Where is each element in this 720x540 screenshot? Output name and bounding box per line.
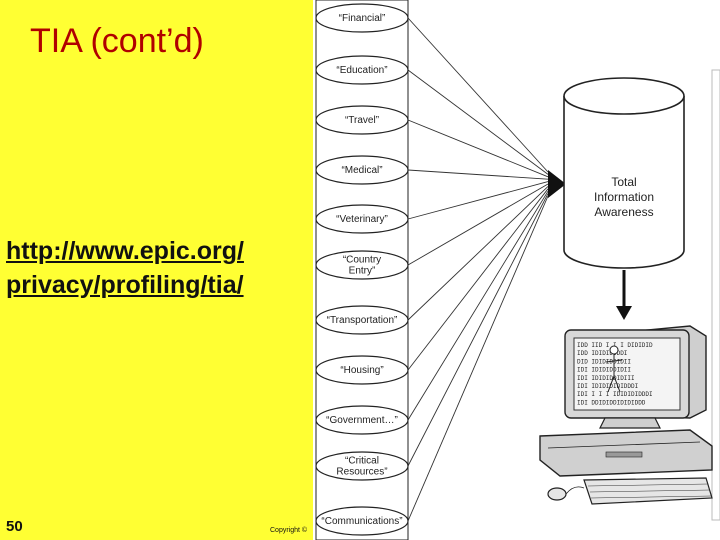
source-label: “Financial” <box>339 13 386 24</box>
source-oval <box>315 3 409 33</box>
connector-lines <box>407 17 549 522</box>
copyright-notice: Copyright © <box>270 527 308 534</box>
connector-line <box>407 69 549 175</box>
source-node: “Medical” <box>315 155 409 185</box>
source-oval <box>315 155 409 185</box>
arrowhead-into-database <box>548 170 566 198</box>
connector-line <box>407 119 549 178</box>
source-node: “Financial” <box>315 3 409 33</box>
source-label: “Veterinary” <box>336 214 388 225</box>
connector-line <box>407 188 549 371</box>
diagram-right-border <box>711 69 720 521</box>
source-oval <box>315 506 409 536</box>
source-node: “Communications” <box>315 506 409 536</box>
source-node: “Veterinary” <box>315 204 409 234</box>
page-number: 50 <box>6 518 23 535</box>
screen-text-line: IDI IDIDIDIDIDDDI <box>577 383 638 390</box>
screen-text-line: IDI DDIDIDDIDIDIDDD <box>577 399 646 406</box>
connector-line <box>407 195 549 522</box>
source-oval <box>315 355 409 385</box>
screen-text-line: IDI IDIDIDDIDIII <box>577 375 635 382</box>
screen-text-line: IDI IDIDIDDIDII <box>577 367 631 374</box>
screen-text-line: DID IDIDIDDIDII <box>577 358 631 365</box>
source-node: “Government…” <box>315 405 409 435</box>
source-oval <box>315 105 409 135</box>
source-oval <box>315 451 409 481</box>
source-label: “Housing” <box>340 365 383 376</box>
source-label: “Travel” <box>345 115 379 126</box>
source-oval <box>315 204 409 234</box>
person-figure-icon <box>605 345 623 393</box>
source-oval <box>315 405 409 435</box>
connector-line <box>407 186 549 321</box>
source-oval <box>315 55 409 85</box>
data-sources: “Financial” “Education” “Travel” “Medical” “… <box>315 0 409 540</box>
screen-text-line: IDD IDIDIDIDDI <box>577 350 627 357</box>
source-label: “Transportation” <box>327 315 398 326</box>
source-oval <box>315 250 409 280</box>
source-node: “Travel” <box>315 105 409 135</box>
connector-line <box>407 183 549 266</box>
source-node: “Transportation” <box>315 305 409 335</box>
source-label: “Medical” <box>341 165 382 176</box>
arrowhead-to-computer <box>616 306 632 320</box>
screen-text-line: IDI I I I IDIDIDIDDDI <box>577 391 653 398</box>
slide-title: TIA (cont’d) <box>30 22 204 60</box>
source-node: “Education” <box>315 55 409 85</box>
source-label: “Communications” <box>321 516 402 527</box>
connector-line <box>407 190 549 421</box>
url-line-2: privacy/profiling/tia/ <box>6 271 244 299</box>
connector-line <box>407 181 549 220</box>
connector-line <box>407 17 549 173</box>
source-oval <box>315 305 409 335</box>
connector-line <box>407 169 549 180</box>
source-node: “Housing” <box>315 355 409 385</box>
screen-text-line: IDD IID I I I DIDIDID <box>577 342 653 349</box>
source-label: “Education” <box>336 65 387 76</box>
source-label: “Government…” <box>326 415 398 426</box>
connector-line <box>407 193 549 467</box>
mouse-icon <box>547 487 567 501</box>
url-line-1: http://www.epic.org/ <box>6 237 244 265</box>
epic-url-link[interactable]: http://www.epic.org/ privacy/profiling/t… <box>6 234 244 302</box>
